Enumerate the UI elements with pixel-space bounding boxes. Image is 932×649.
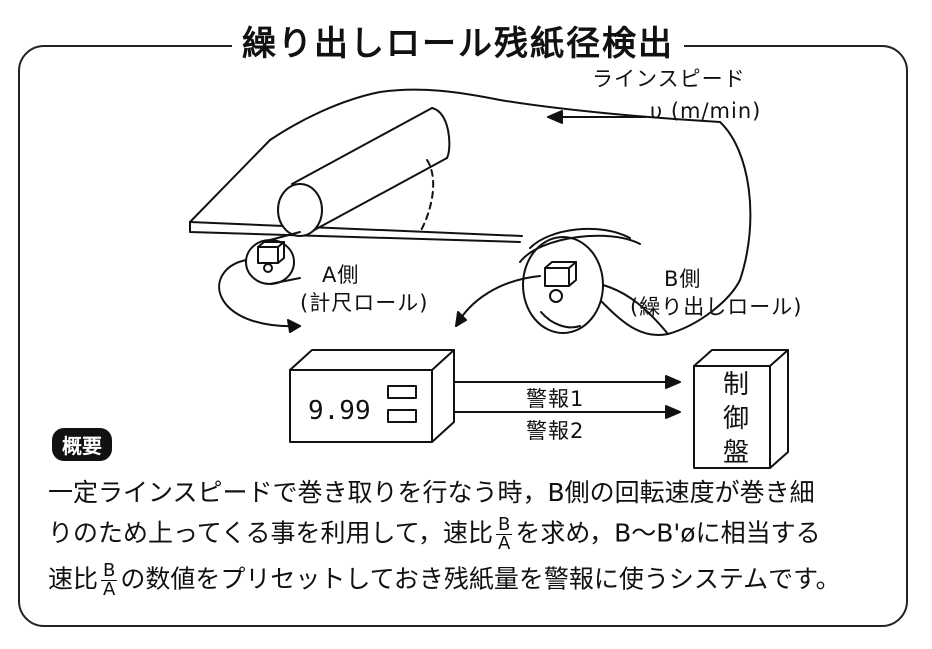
line-speed-label: ラインスピード [592,67,746,91]
control-panel-label-line: 制 [722,370,749,400]
ratio-denominator: A [103,579,116,600]
paper-web [189,88,752,337]
side-a-name: A側 [322,263,360,287]
signal-cables [218,259,541,333]
control-panel-label-line: 御 [722,404,749,434]
control-panel [693,349,789,469]
ratio-numerator: B [101,560,118,581]
alarm-lines [453,375,681,419]
ratio-numerator: B [496,514,513,535]
summary-line-3-start: 速比 [48,564,99,594]
alarm-2-label: 警報2 [526,419,585,443]
summary-badge: 概要 [52,428,112,461]
side-b-name: B側 [664,267,702,291]
measuring-roll-cylinder [277,107,451,237]
ratio-denominator: A [498,533,511,554]
summary-line-2-start: りのため上ってくる事を利用して，速比 [48,518,494,548]
roll-b-unwind [519,227,669,335]
alarm-1-label: 警報1 [526,387,585,411]
line-speed-unit: υ (m/min) [650,99,762,123]
counter-display: 9.99 [308,396,371,426]
speed-ratio-counter [289,349,455,443]
line-speed-arrow [547,110,647,124]
page-title: 繰り出しロール残紙径検出 [232,22,684,66]
summary-line-1: 一定ラインスピードで巻き取りを行なう時，B側の回転速度が巻き細 [48,478,815,507]
side-b-sub: (繰り出しロール) [630,295,803,319]
control-panel-label-line: 盤 [722,438,749,468]
control-panel-label: 制 御 盤 [706,368,766,470]
side-a-sub: (計尺ロール) [300,291,429,315]
summary-line-2-end: を求め，B～B'øに相当する [515,518,821,548]
roll-a-encoder [245,231,301,285]
summary-line-3-end: の数値をプリセットしておき残紙量を警報に使うシステムです。 [120,564,841,594]
